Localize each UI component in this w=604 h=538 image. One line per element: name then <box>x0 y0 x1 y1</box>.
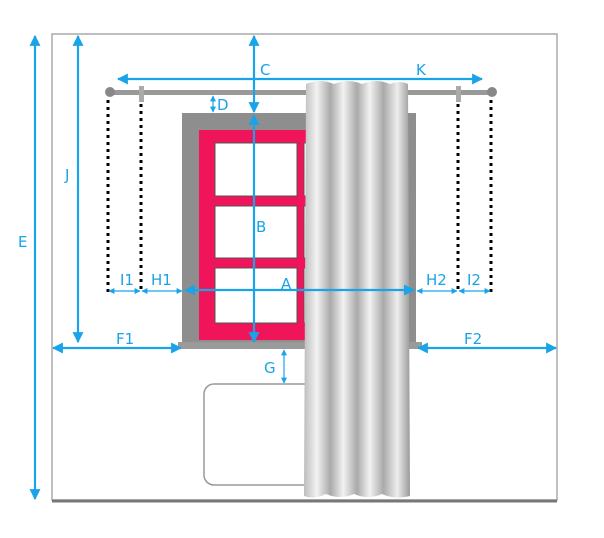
label-i2: I2 <box>467 271 481 289</box>
label-j: J <box>64 166 69 184</box>
label-b: B <box>256 218 266 236</box>
curtain-rod <box>105 86 497 102</box>
label-i1: I1 <box>120 271 134 289</box>
label-c: C <box>260 61 270 79</box>
label-g: G <box>264 359 276 377</box>
label-f2: F2 <box>464 330 482 348</box>
label-f1: F1 <box>116 330 134 348</box>
label-a: A <box>281 275 292 293</box>
label-e: E <box>18 233 27 251</box>
label-k: K <box>416 61 427 79</box>
label-h2: H2 <box>426 271 447 289</box>
label-h1: H1 <box>151 271 172 289</box>
window-sill <box>178 342 422 349</box>
label-d: D <box>217 96 229 114</box>
